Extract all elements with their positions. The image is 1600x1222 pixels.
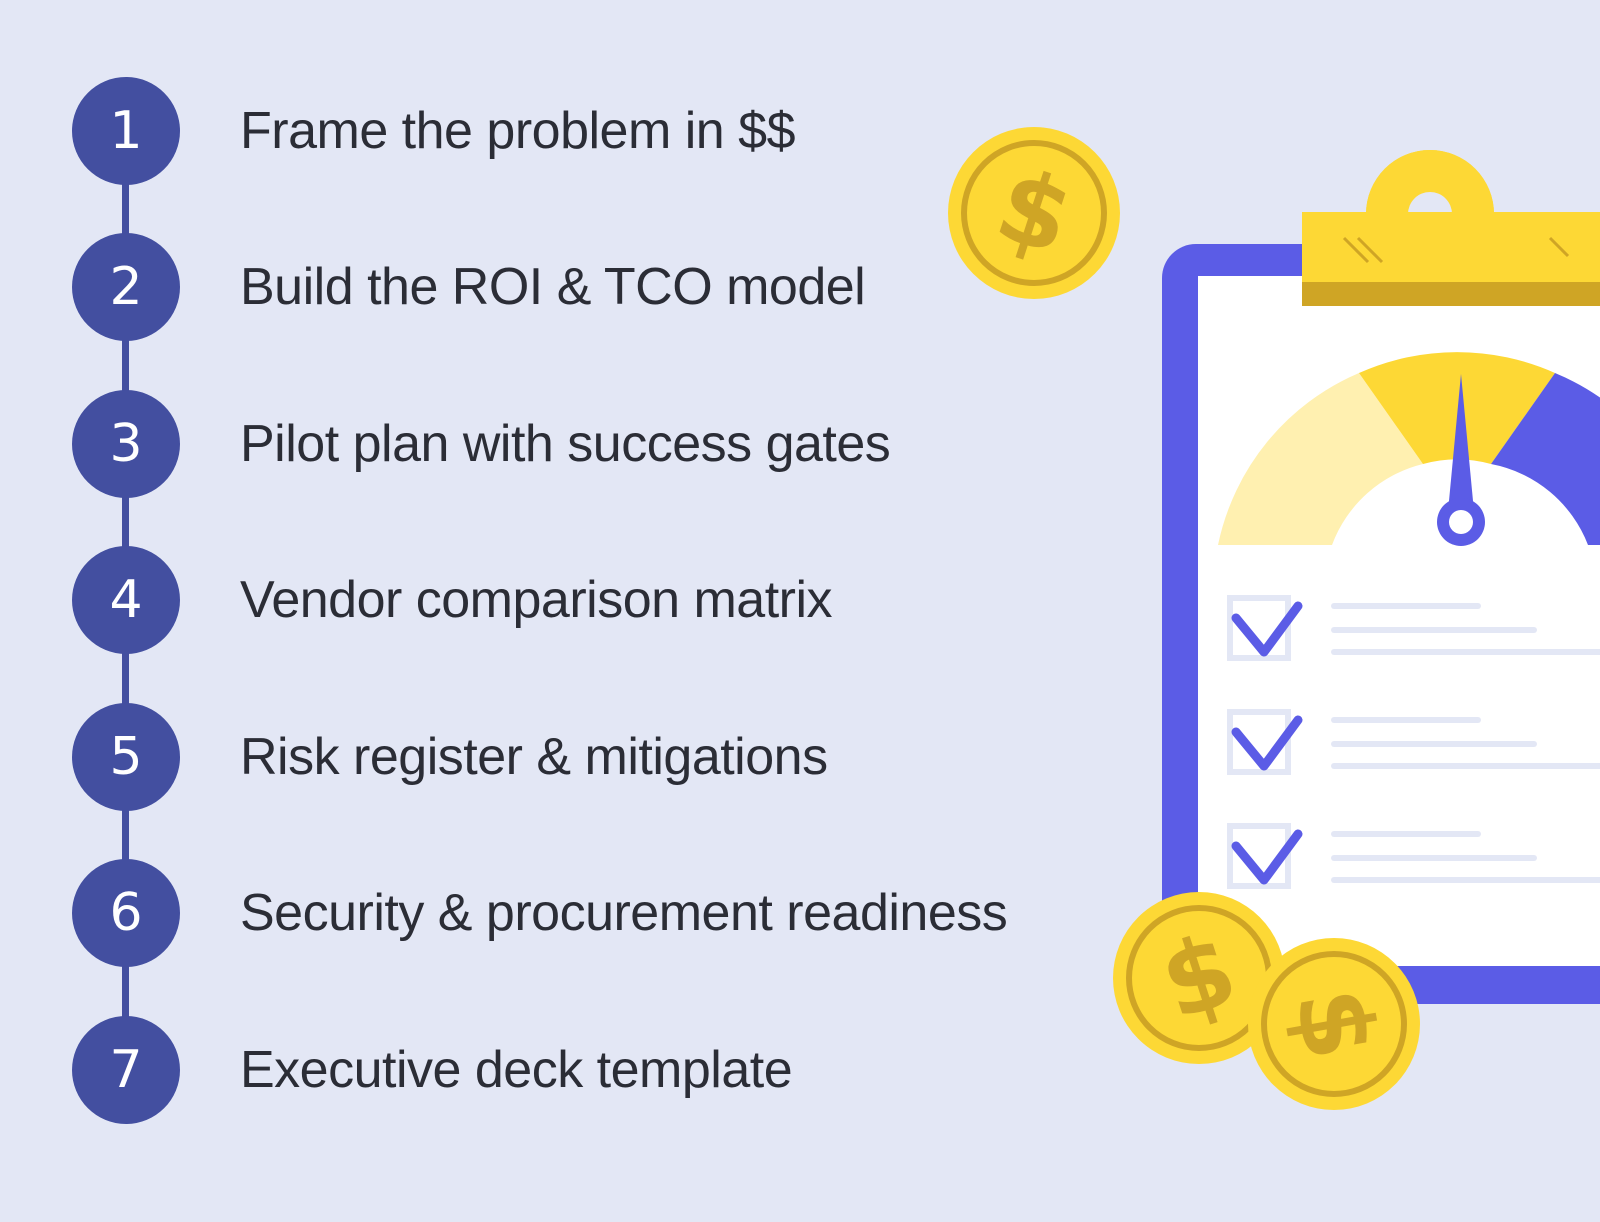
step-number-badge: 7 [72,1016,180,1124]
step-number-badge: 3 [72,390,180,498]
gauge-icon [1218,352,1600,546]
step-label: Executive deck template [240,1041,793,1099]
step-label: Risk register & mitigations [240,728,828,786]
dollar-coin-icon: $ [1248,938,1420,1110]
step-3: 3 Pilot plan with success gates [72,390,891,498]
checkbox-checked-icon [1227,709,1303,775]
step-number-badge: 2 [72,233,180,341]
dollar-coin-icon: $ [1113,892,1285,1064]
checkbox-checked-icon [1227,823,1303,889]
step-6: 6 Security & procurement readiness [72,859,1008,967]
step-1: 1 Frame the problem in $$ [72,77,796,185]
clipboard-icon [1162,150,1600,1004]
step-4: 4 Vendor comparison matrix [72,546,833,654]
step-number-badge: 4 [72,546,180,654]
step-number-badge: 6 [72,859,180,967]
steps-timeline: 1 Frame the problem in $$ 2 Build the RO… [72,77,1008,1124]
step-number-badge: 5 [72,703,180,811]
step-5: 5 Risk register & mitigations [72,703,828,811]
svg-text:$: $ [1272,979,1399,1068]
step-number-badge: 1 [72,77,180,185]
step-label: Vendor comparison matrix [240,571,833,629]
svg-text:$: $ [1147,910,1249,1043]
checkbox-checked-icon [1227,595,1303,661]
step-label: Security & procurement readiness [240,884,1008,942]
step-2: 2 Build the ROI & TCO model [72,233,866,341]
step-label: Frame the problem in $$ [240,102,796,160]
checklist [1227,595,1600,889]
step-7: 7 Executive deck template [72,1016,793,1124]
step-label: Build the ROI & TCO model [240,258,866,316]
step-label: Pilot plan with success gates [240,415,891,473]
